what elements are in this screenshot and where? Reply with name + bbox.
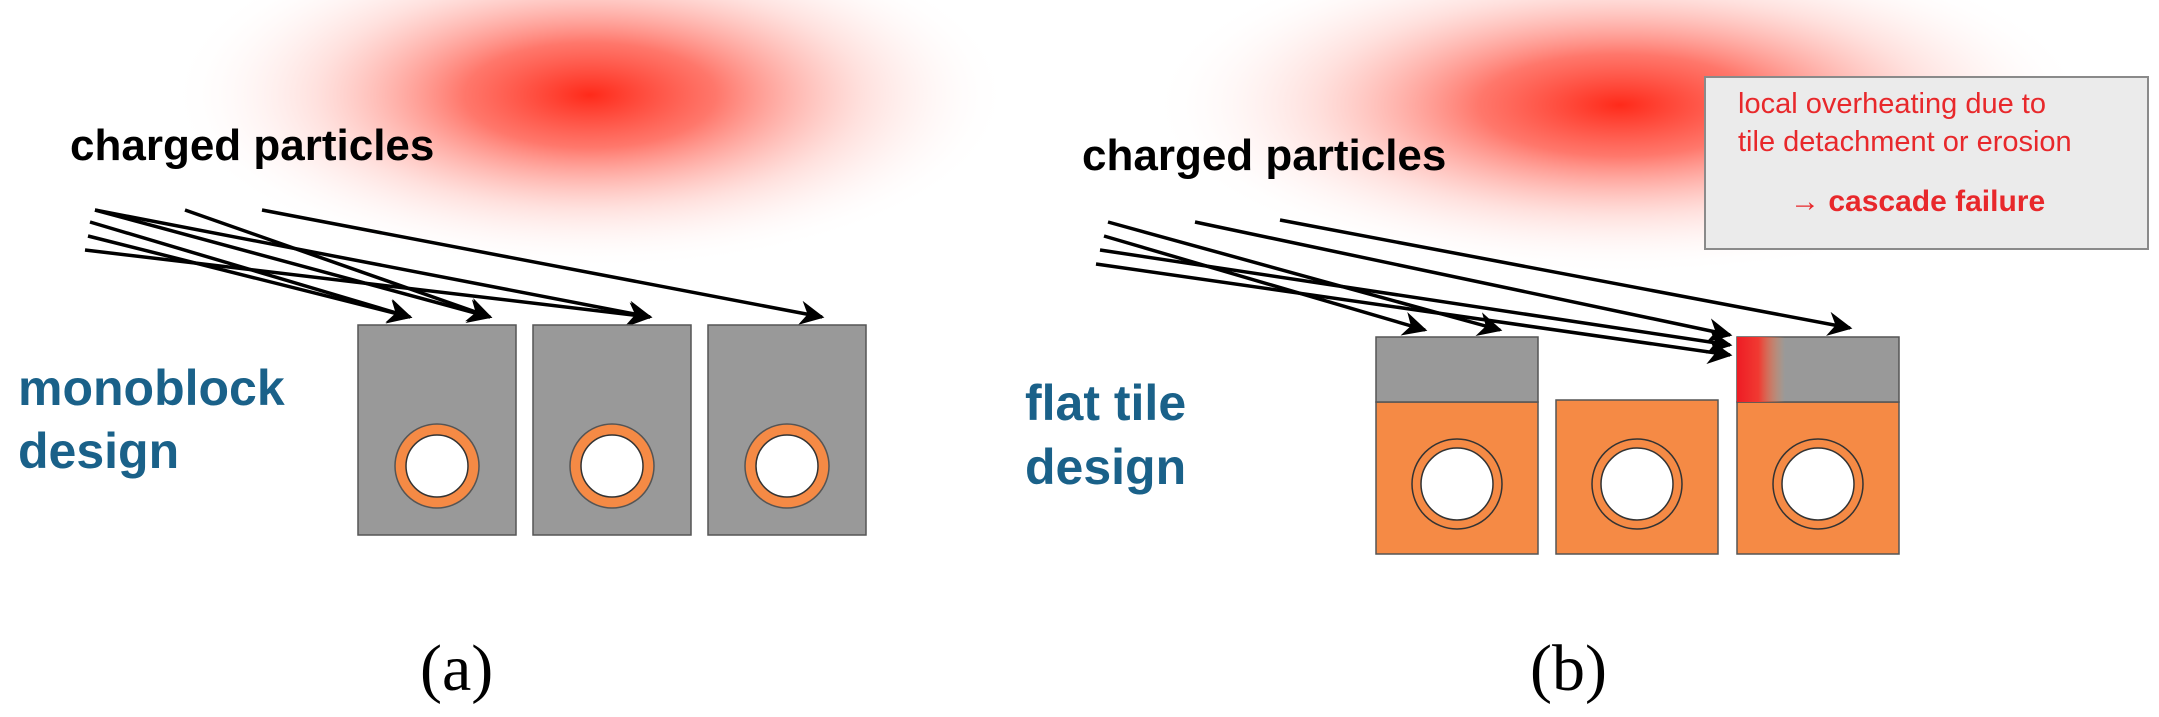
armor-tile (1375, 336, 1539, 403)
monoblock-3 (707, 324, 867, 536)
cooling-pipe-bore (580, 434, 644, 498)
charged-particles-label: charged particles (1082, 131, 1446, 180)
cooling-pipe-bore (1781, 447, 1855, 521)
flat-tile-1 (1375, 336, 1539, 555)
particle-arrow (94, 208, 493, 324)
note-text: local overheating due to (1738, 88, 2046, 120)
note-text: tile detachment or erosion (1738, 126, 2072, 158)
panel-b: charged particles flat tile design (1025, 0, 2149, 705)
particle-arrow (1095, 262, 1733, 364)
particle-arrow (1194, 220, 1733, 343)
particle-arrow (1099, 248, 1733, 354)
cooling-pipe-bore (405, 434, 469, 498)
cooling-pipe-bore (1420, 447, 1494, 521)
particle-arrow (84, 248, 653, 327)
flat-tile-3 (1736, 336, 1900, 555)
particle-arrow (87, 234, 413, 324)
particle-arrows (1095, 218, 1853, 364)
particle-arrow (1103, 234, 1428, 336)
particle-arrow (261, 208, 825, 325)
plasma-heat-glow (170, 0, 1010, 270)
design-label: flat tile (1025, 375, 1186, 431)
monoblock-1 (357, 324, 517, 536)
particle-arrow (184, 208, 493, 322)
note-conclusion: → cascade failure (1790, 185, 2045, 218)
monoblock-2 (532, 324, 692, 536)
flat-tile-2-detached (1555, 399, 1719, 555)
note-background (1704, 76, 2149, 250)
cooling-pipe-bore (1600, 447, 1674, 521)
charged-particles-label: charged particles (70, 121, 434, 170)
particle-arrows (84, 208, 825, 327)
panel-a: charged particles monoblock design (18, 0, 1010, 705)
particle-arrow (1279, 218, 1853, 336)
subfigure-caption: (b) (1530, 632, 1607, 705)
particle-arrow (94, 208, 653, 325)
design-label: design (18, 423, 179, 479)
overheating-hotspot (1737, 337, 1785, 402)
design-label: design (1025, 439, 1186, 495)
design-label: monoblock (18, 360, 285, 416)
subfigure-caption: (a) (420, 632, 493, 705)
cooling-pipe-bore (755, 434, 819, 498)
failure-note-box: local overheating due to tile detachment… (1704, 76, 2149, 250)
